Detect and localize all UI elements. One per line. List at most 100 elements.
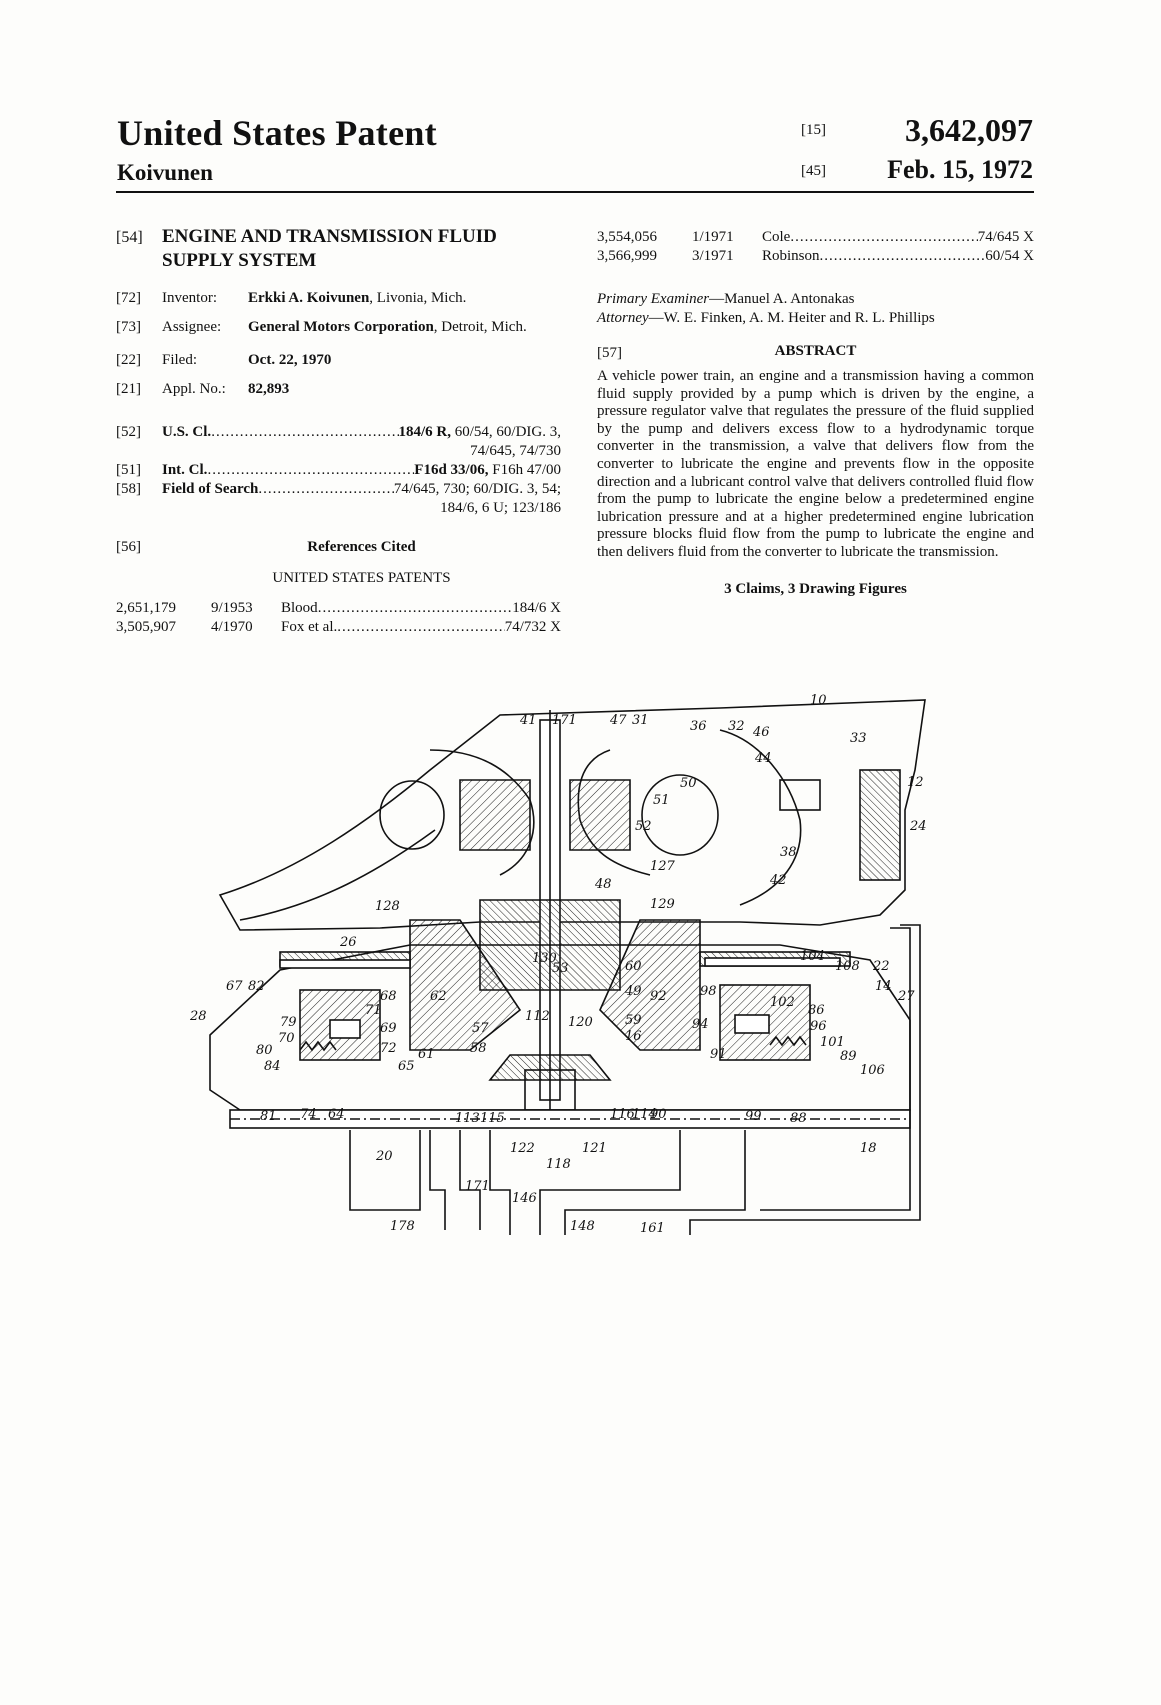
drawing-reference-numeral: 113 (455, 1111, 480, 1126)
number-code: [15] (801, 122, 826, 139)
drawing-reference-numeral: 38 (780, 845, 797, 860)
drawing-reference-numeral: 65 (398, 1059, 415, 1074)
us-cl-continued: 74/645, 74/730 (116, 442, 561, 461)
drawing-reference-numeral: 89 (840, 1049, 857, 1064)
drawing-reference-numeral: 20 (375, 1149, 393, 1164)
drawing-reference-numeral: 121 (582, 1141, 607, 1156)
drawing-reference-numeral: 146 (512, 1191, 537, 1206)
appl-number: 82,893 (248, 380, 561, 399)
drawing-reference-numeral: 112 (525, 1009, 550, 1024)
drawing-reference-numeral: 88 (790, 1111, 807, 1126)
int-cl-primary: F16d 33/06, (414, 462, 488, 478)
int-cl-code: [51] (116, 461, 162, 480)
assignee-label: Assignee: (162, 318, 221, 337)
reference-row: 3,554,056 1/1971 Cole 74/645 X (597, 228, 1034, 247)
assignee-location: , Detroit, Mich. (434, 319, 527, 335)
drawing-reference-numeral: 14 (875, 979, 892, 994)
attorney-name: —W. E. Finken, A. M. Heiter and R. L. Ph… (649, 310, 935, 326)
examiner-name: —Manuel A. Antonakas (709, 291, 854, 307)
assignee-name: General Motors Corporation (248, 319, 434, 335)
drawing-reference-numeral: 104 (800, 949, 825, 964)
drawing-reference-numeral: 60 (625, 959, 642, 974)
us-cl-value: 60/54, 60/DIG. 3, (451, 424, 561, 440)
drawing-reference-numeral: 57 (472, 1021, 489, 1036)
drawing-reference-numeral: 92 (650, 989, 667, 1004)
drawing-reference-numeral: 81 (260, 1109, 277, 1124)
patent-number: 3,642,097 (905, 112, 1033, 149)
drawing-reference-numeral: 80 (256, 1043, 273, 1058)
drawing-reference-numeral: 59 (625, 1013, 642, 1028)
examiner-block: Primary Examiner—Manuel A. Antonakas Att… (597, 290, 1034, 328)
us-cl-code: [52] (116, 423, 162, 442)
drawing-reference-numeral: 51 (653, 793, 670, 808)
drawing-reference-numeral: 48 (594, 877, 612, 892)
drawing-reference-numeral: 64 (328, 1107, 345, 1122)
reference-row: 3,505,907 4/1970 Fox et al. 74/732 X (116, 618, 561, 637)
appl-code: [21] (116, 380, 162, 399)
drawing-reference-numeral: 62 (430, 989, 447, 1004)
drawing-reference-numeral: 53 (552, 961, 569, 976)
drawing-reference-numeral: 67 (226, 979, 243, 994)
claims-line: 3 Claims, 3 Drawing Figures (597, 580, 1034, 599)
reference-row: 2,651,179 9/1953 Blood 184/6 X (116, 599, 561, 618)
drawing-reference-numeral: 122 (510, 1141, 535, 1156)
left-column: [54] ENGINE AND TRANSMISSION FLUID SUPPL… (116, 225, 561, 637)
references-subtitle: UNITED STATES PATENTS (116, 569, 561, 588)
references-code: [56] (116, 538, 162, 557)
inventor-field: [72] Inventor: Erkki A. Koivunen, Livoni… (116, 289, 561, 308)
drawing-reference-numeral: 28 (189, 1009, 207, 1024)
abstract-title: ABSTRACT (597, 342, 1034, 361)
int-cl-label: Int. Cl. (162, 461, 207, 480)
drawing-reference-numeral: 84 (264, 1059, 281, 1074)
drawing-reference-numeral: 42 (769, 873, 787, 888)
drawing-reference-numeral: 46 (752, 725, 770, 740)
drawing-reference-numeral: 49 (624, 984, 642, 999)
drawing-reference-numeral: 72 (380, 1041, 397, 1056)
drawing-reference-numeral: 161 (640, 1221, 665, 1236)
drawing-reference-numeral: 115 (480, 1111, 505, 1126)
drawing-reference-numeral: 128 (375, 899, 400, 914)
drawing-reference-numeral: 36 (690, 719, 707, 734)
drawing-reference-numeral: 171 (552, 713, 577, 728)
drawing-reference-numeral: 101 (820, 1035, 845, 1050)
drawing-reference-numeral: 129 (650, 897, 675, 912)
patent-type-heading: United States Patent (117, 112, 437, 154)
drawing-reference-numeral: 91 (710, 1047, 727, 1062)
inventor-location: , Livonia, Mich. (369, 290, 466, 306)
inventor-code: [72] (116, 289, 162, 308)
drawing-reference-numeral: 18 (860, 1141, 877, 1156)
references-block: [56] References Cited UNITED STATES PATE… (116, 538, 561, 637)
header-rule (116, 191, 1034, 193)
filed-field: [22] Filed: Oct. 22, 1970 (116, 351, 561, 370)
drawing-reference-numeral: 106 (860, 1063, 885, 1078)
drawing-reference-numeral: 26 (339, 935, 357, 950)
drawing-reference-numeral: 41 (519, 713, 537, 728)
inventor-label: Inventor: (162, 289, 217, 308)
assignee-field: [73] Assignee: General Motors Corporatio… (116, 318, 561, 337)
drawing-reference-numeral: 44 (754, 751, 772, 766)
drawing-reference-numeral: 22 (872, 959, 890, 974)
date-code: [45] (801, 163, 826, 180)
drawing-reference-numeral: 96 (810, 1019, 827, 1034)
assignee-code: [73] (116, 318, 162, 337)
field-search-value: 74/645, 730; 60/DIG. 3, 54; (394, 480, 561, 499)
drawing-reference-numeral: 90 (650, 1107, 667, 1122)
drawing-reference-numeral: 120 (568, 1015, 593, 1030)
patent-drawing: 1041171473136324633445051521224384212712… (180, 690, 980, 1270)
classification-block: [52] U.S. Cl. 184/6 R, 60/54, 60/DIG. 3,… (116, 423, 561, 518)
drawing-reference-numeral: 47 (609, 713, 627, 728)
attorney-label: Attorney (597, 310, 649, 326)
us-cl-label: U.S. Cl. (162, 423, 211, 442)
appl-field: [21] Appl. No.: 82,893 (116, 380, 561, 399)
title-code: [54] (116, 228, 143, 247)
drawing-reference-numeral: 31 (632, 713, 649, 728)
drawing-reference-numeral: 108 (835, 959, 860, 974)
drawing-reference-numeral: 102 (770, 995, 795, 1010)
us-cl-primary: 184/6 R, (399, 424, 452, 440)
drawing-reference-numeral: 52 (635, 819, 652, 834)
drawing-reference-numeral: 61 (418, 1047, 435, 1062)
drawing-reference-numeral: 178 (390, 1219, 415, 1234)
drawing-reference-numeral: 68 (380, 989, 397, 1004)
field-search-code: [58] (116, 480, 162, 499)
